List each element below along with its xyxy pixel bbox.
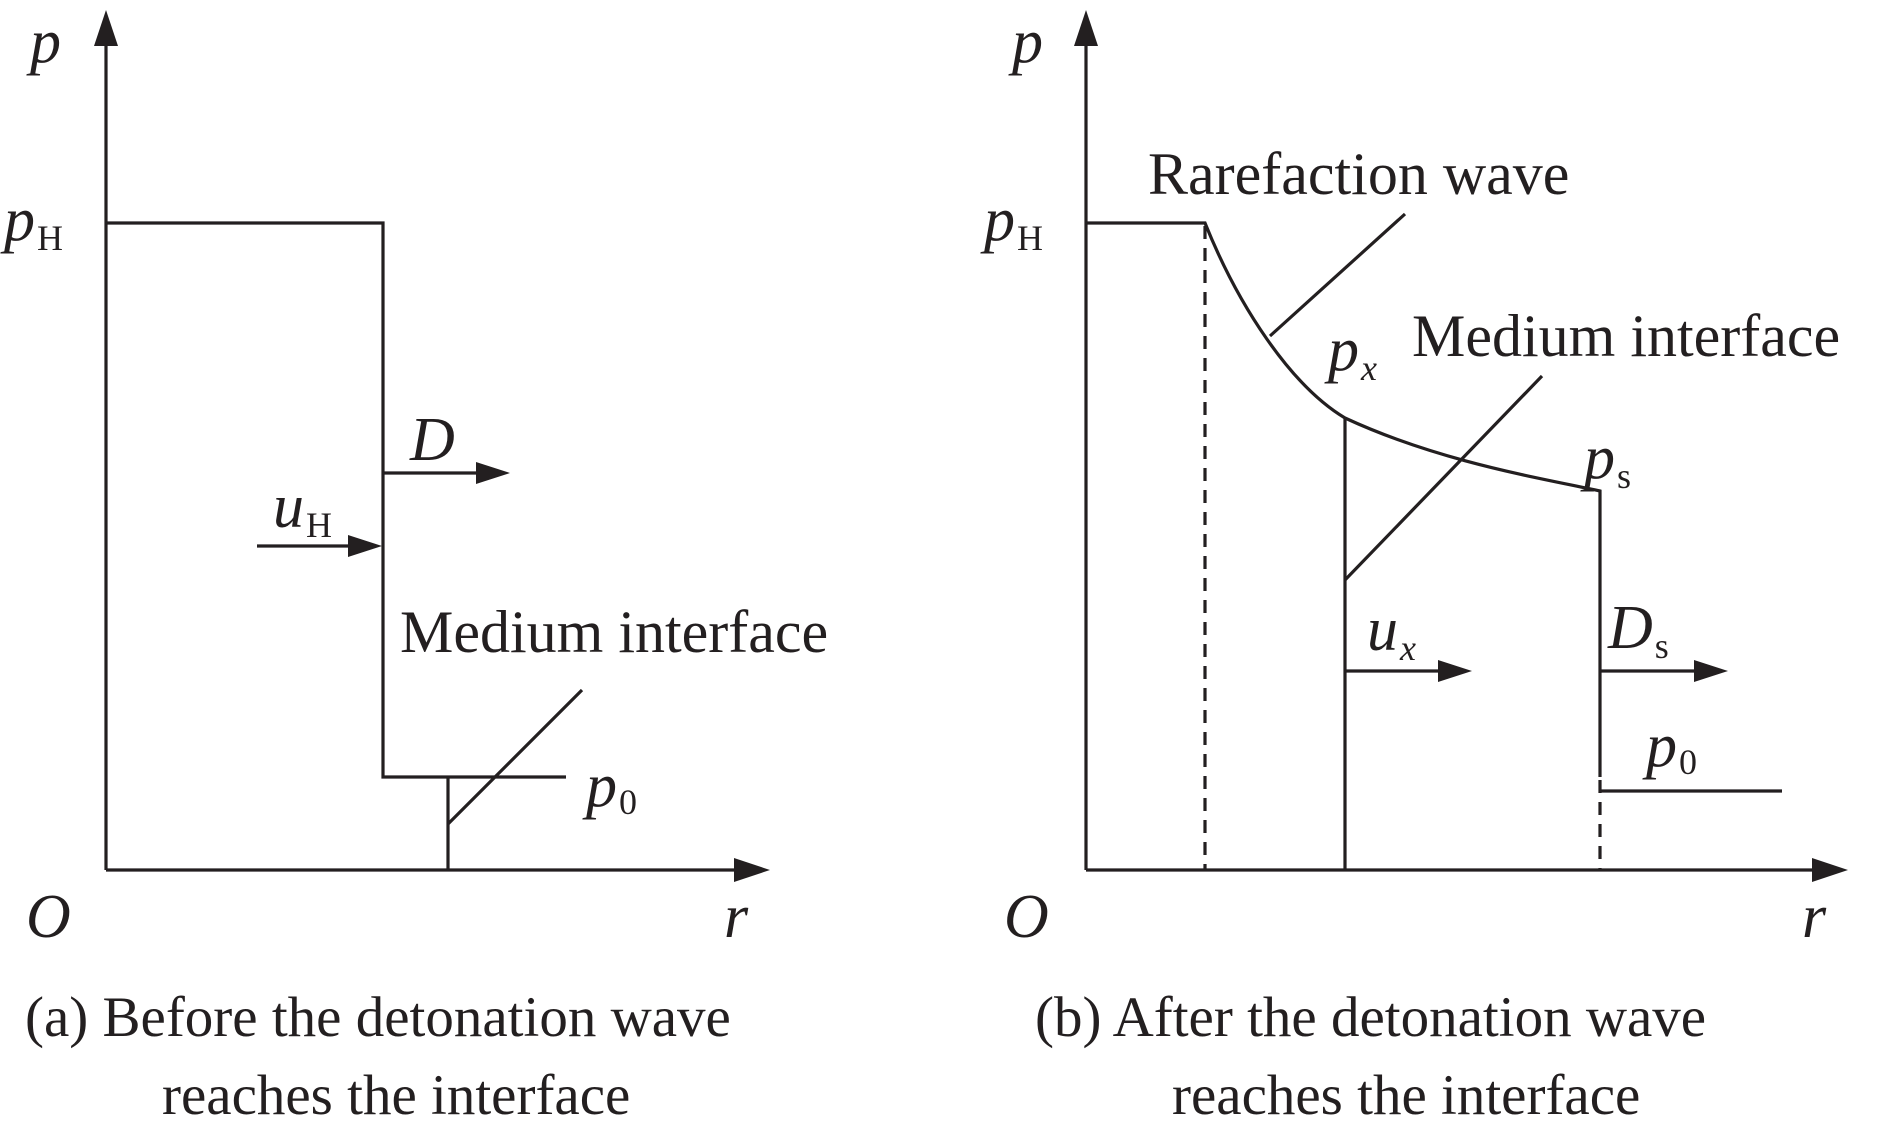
panel-a-p0-label: p0 xyxy=(582,752,637,822)
panel-a-uH-arrowhead xyxy=(348,535,382,557)
panel-a-uH-label: uH xyxy=(273,473,332,545)
panel-a-pressure-profile xyxy=(106,221,566,779)
panel-a-x-axis-label: r xyxy=(724,883,749,951)
panel-a-pH-label: pH xyxy=(0,186,63,258)
panel-b-px-label: px xyxy=(1324,316,1377,388)
panel-b-caption-line2: reaches the interface xyxy=(1172,1064,1640,1127)
panel-a-D-arrowhead xyxy=(476,462,510,484)
panel-a-y-axis-arrowhead xyxy=(94,10,118,46)
panel-b-x-axis-label: r xyxy=(1802,883,1827,951)
panel-b-y-axis-label: p xyxy=(1008,8,1043,76)
panel-b-origin-label: O xyxy=(1004,883,1049,951)
panel-b-ux-arrowhead xyxy=(1438,660,1472,682)
panel-b: p r O pH Rarefaction wave px Medium inte… xyxy=(980,8,1848,1127)
panel-b-Ds-label: Ds xyxy=(1607,594,1669,666)
panel-a-y-axis-label: p xyxy=(26,8,61,76)
panel-b-pH-label: pH xyxy=(980,186,1043,258)
panel-a-x-axis-arrowhead xyxy=(734,858,770,882)
panel-b-medium-interface-label: Medium interface xyxy=(1412,303,1840,369)
panel-b-p0-label: p0 xyxy=(1642,712,1697,782)
panel-a-origin-label: O xyxy=(26,883,71,951)
panel-a-medium-interface-label: Medium interface xyxy=(400,599,828,665)
panel-b-rarefaction-wave-label: Rarefaction wave xyxy=(1148,141,1569,207)
panel-b-caption-line1: (b) After the detonation wave xyxy=(1035,986,1706,1049)
panel-b-rarefaction-leader xyxy=(1268,212,1407,338)
panel-a-D-label: D xyxy=(409,406,455,474)
panel-b-ps-label: ps xyxy=(1580,424,1631,496)
panel-a-interface-leader xyxy=(446,688,584,826)
panel-a-caption-line1: (a) Before the detonation wave xyxy=(25,986,731,1049)
panel-b-Ds-arrowhead xyxy=(1694,660,1728,682)
panel-b-ux-label: ux xyxy=(1367,596,1416,668)
panel-b-interface-leader xyxy=(1343,374,1544,582)
panel-b-y-axis-arrowhead xyxy=(1074,10,1098,46)
panel-b-x-axis-arrowhead xyxy=(1812,858,1848,882)
panel-a: p r O pH D uH Medium interface p0 (a) Be… xyxy=(0,8,828,1127)
panel-a-caption-line2: reaches the interface xyxy=(162,1064,630,1127)
